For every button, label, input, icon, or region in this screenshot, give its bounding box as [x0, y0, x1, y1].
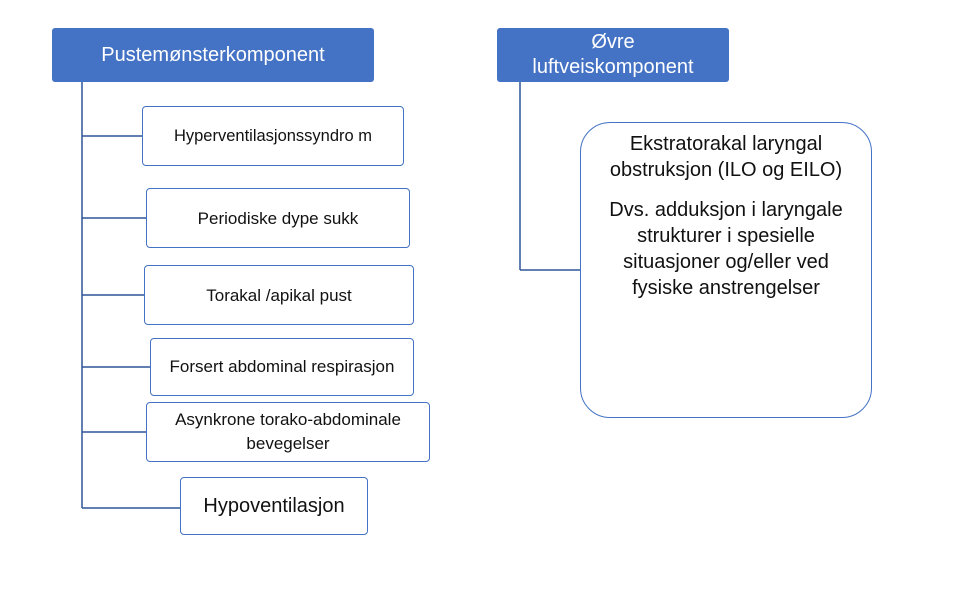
item-label: Torakal /apikal pust — [206, 285, 352, 305]
item-torakal-pust: Torakal /apikal pust — [144, 265, 414, 325]
item-label: Hyperventilasjonssyndro m — [173, 127, 373, 145]
item-hypoventilasjon: Hypoventilasjon — [180, 477, 368, 535]
item-label: Hypoventilasjon — [203, 494, 345, 517]
item-periodiske-sukk: Periodiske dype sukk — [146, 188, 410, 248]
ovre-luftvei-header: Øvre luftveiskomponent — [497, 28, 729, 82]
ovre-luftvei-title-line2: luftveiskomponent — [532, 56, 694, 78]
pustemonster-title: Pustemønsterkomponent — [101, 44, 325, 66]
ovre-luftvei-title-line1: Øvre — [591, 31, 635, 53]
pustemonster-header: Pustemønsterkomponent — [52, 28, 374, 82]
ilo-main-text: Ekstratorakal laryngal obstruksjon (ILO … — [609, 133, 843, 181]
item-forsert-abdominal: Forsert abdominal respirasjon — [150, 338, 414, 396]
ilo-detail-text: Dvs. adduksjon i laryngale strukturer i … — [609, 199, 843, 299]
item-asynkrone-bevegelser: Asynkrone torako-abdominale bevegelser — [146, 402, 430, 462]
item-hyperventilasjon: Hyperventilasjonssyndro m — [142, 106, 404, 166]
item-label: Asynkrone torako-abdominale bevegelser — [175, 410, 401, 453]
ilo-description-box: Ekstratorakal laryngal obstruksjon (ILO … — [580, 122, 872, 418]
item-label: Periodiske dype sukk — [197, 208, 359, 228]
item-label: Forsert abdominal respirasjon — [169, 357, 395, 376]
